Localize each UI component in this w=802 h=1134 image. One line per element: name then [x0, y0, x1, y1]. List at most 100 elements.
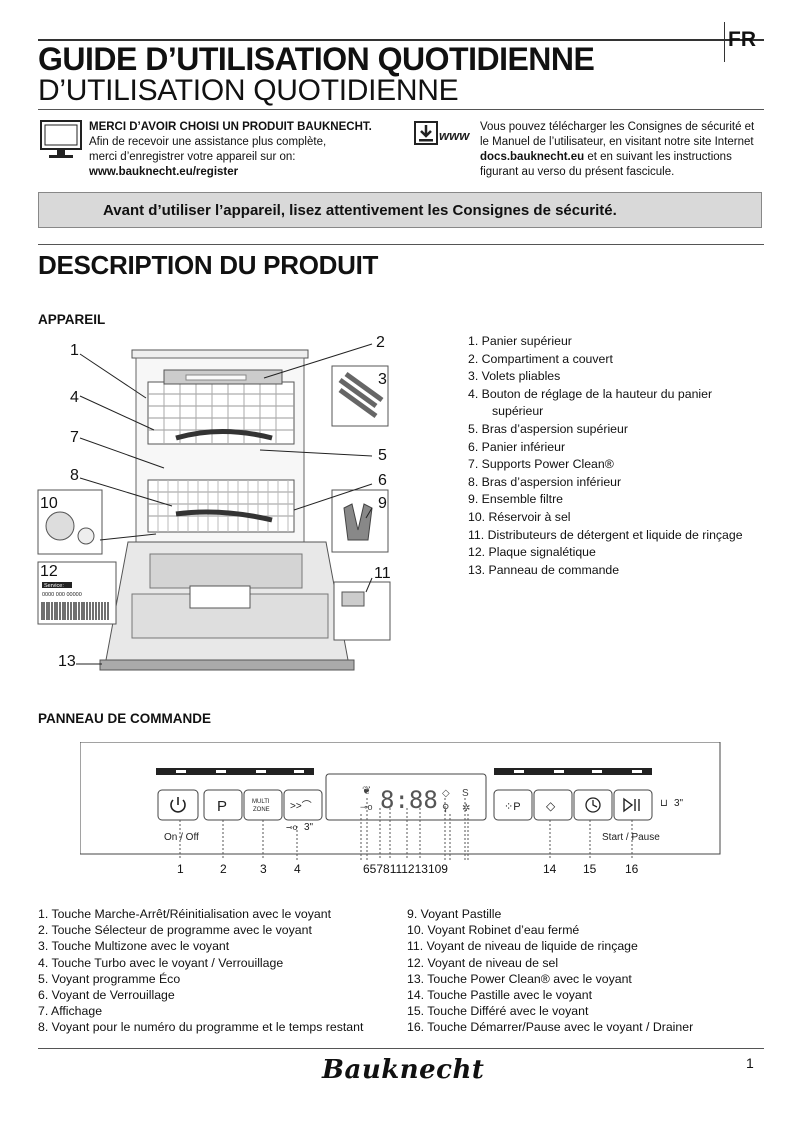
lower-spray-arm	[175, 509, 273, 523]
intro-heading: MERCI D’AVOIR CHOISI UN PRODUIT BAUKNECH…	[89, 121, 372, 133]
panel-legend-left: 1. Touche Marche-Arrêt/Réinitialisation …	[38, 906, 363, 1036]
list-item: 9. Ensemble filtre	[468, 492, 564, 507]
salt-indicator-icon: S	[462, 788, 469, 799]
delay-clock-icon	[585, 797, 601, 813]
panel-leader-lines	[179, 798, 633, 860]
section-rule	[38, 244, 764, 245]
pause-icon	[634, 799, 640, 811]
list-item: 6. Voyant de Verrouillage	[38, 988, 175, 1003]
upper-spray-arm	[175, 429, 273, 441]
register-link[interactable]: www.bauknecht.eu/register	[89, 166, 239, 178]
turbo-button[interactable]	[283, 789, 323, 821]
multizone-button[interactable]	[243, 789, 283, 821]
list-item: 4. Touche Turbo avec le voyant / Verroui…	[38, 955, 284, 970]
filter-inset	[331, 489, 389, 553]
multizone-label: MULTI	[252, 799, 270, 805]
door-panel-top	[149, 553, 303, 589]
panel-callout-1: 1	[177, 862, 184, 876]
panel-callout-group: 6578111213109	[363, 862, 448, 876]
list-item: 11. Distributeurs de détergent et liquid…	[468, 527, 743, 542]
callout-9: 9	[378, 495, 387, 512]
appliance-heading: APPAREIL	[38, 312, 106, 327]
list-item: 1. Panier supérieur	[468, 334, 572, 348]
program-p-icon: P	[217, 798, 227, 815]
play-icon	[623, 797, 634, 813]
list-item: 10. Réservoir à sel	[468, 509, 571, 524]
panel-legend-right: 9. Voyant Pastille 10. Voyant Robinet d’…	[407, 906, 693, 1036]
callout-7: 7	[70, 429, 79, 446]
header-lang-divider	[724, 22, 725, 62]
rating-plate-code: 0000 000 00000	[42, 592, 82, 598]
list-item: 12. Voyant de niveau de sel	[407, 955, 559, 970]
list-item: 1. Touche Marche-Arrêt/Réinitialisation …	[38, 907, 331, 921]
power-clean-button[interactable]	[493, 789, 533, 821]
callout-8: 8	[70, 467, 79, 484]
folding-flaps-art	[338, 371, 384, 419]
intro-right-line3: et en suivant les instructions	[584, 151, 732, 163]
panel-callout-15: 15	[583, 862, 597, 876]
list-item: 3. Volets pliables	[468, 369, 561, 384]
water-tap-indicator-icon: ⚲	[442, 803, 449, 814]
turbo-icon: >>⌒	[290, 800, 312, 812]
eco-leaf-icon: ❦	[362, 785, 371, 797]
safety-warning-box: Avant d’utiliser l’appareil, lisez atten…	[38, 192, 762, 228]
callout-4: 4	[70, 389, 79, 406]
on-off-label: On / Off	[164, 832, 199, 843]
intro-line2: merci d’enregistrer votre appareil sur o…	[89, 151, 296, 163]
list-item: 2. Compartiment a couvert	[468, 351, 613, 366]
drain-icon: ⊔	[660, 798, 668, 809]
intro-right: Vous pouvez télécharger les Consignes de…	[480, 120, 754, 180]
display-digits: 8:88	[380, 786, 438, 814]
indicator-bars-right	[494, 768, 652, 775]
intro-left: MERCI D’AVOIR CHOISI UN PRODUIT BAUKNECH…	[89, 120, 372, 180]
lock-indicator-icon: ⊸o	[360, 802, 373, 812]
salt-reservoir-art	[45, 511, 75, 541]
display-frame	[325, 773, 487, 821]
door-panel-bottom	[131, 593, 329, 639]
monitor-icon	[38, 119, 84, 168]
list-item: supérieur	[492, 404, 544, 419]
page-title: GUIDE D’UTILISATION QUOTIDIENNE	[38, 41, 595, 77]
intro-right-line1: Vous pouvez télécharger les Consignes de…	[480, 121, 755, 133]
intro-right-line4: figurant au verso du présent fascicule.	[480, 166, 675, 178]
list-item: 8. Voyant pour le numéro du programme et…	[38, 1020, 364, 1035]
upper-basket	[147, 381, 295, 445]
list-item: 5. Voyant programme Éco	[38, 971, 181, 986]
list-item: 10. Voyant Robinet d’eau fermé	[407, 923, 580, 938]
start-pause-label: Start / Pause	[602, 832, 660, 843]
callout-5: 5	[378, 447, 387, 464]
lower-basket	[147, 479, 295, 533]
cutlery-tray-window	[185, 374, 247, 381]
tablet-indicator-icon: ◇	[442, 788, 450, 799]
svg-text:www: www	[439, 128, 470, 143]
multizone-label-2: ZONE	[253, 807, 270, 813]
filter-art	[343, 503, 373, 541]
callout-6: 6	[378, 472, 387, 489]
list-item: 7. Affichage	[38, 1004, 103, 1019]
control-panel-diagram: P MULTI ZONE >>⌒ ⊸o 3" On / Off ❦ ⊸o 8:8…	[80, 742, 721, 876]
list-item: 4. Bouton de réglage de la hauteur du pa…	[468, 386, 713, 401]
panel-callout-14: 14	[543, 862, 557, 876]
list-item: 12. Plaque signalétique	[468, 545, 596, 560]
detergent-dispenser	[189, 585, 251, 609]
lock-time-label: 3"	[304, 822, 314, 833]
docs-link[interactable]: docs.bauknecht.eu	[480, 151, 585, 163]
list-item: 5. Bras d’aspersion supérieur	[468, 421, 628, 436]
delay-clock-hands	[592, 800, 598, 808]
salt-cap-art	[77, 527, 95, 545]
callout-2: 2	[376, 334, 385, 351]
intro-line1: Afin de recevoir une assistance plus com…	[89, 136, 327, 148]
page-subtitle: D’UTILISATION QUOTIDIENNE	[38, 74, 459, 107]
list-item: 7. Supports Power Clean®	[468, 457, 614, 472]
callout-13: 13	[58, 653, 76, 670]
brand-logo: Bauknecht	[322, 1055, 485, 1085]
list-item: 15. Touche Différé avec le voyant	[407, 1004, 589, 1019]
download-www-icon: www	[414, 121, 476, 152]
list-item: 6. Panier inférieur	[468, 439, 566, 454]
indicator-bars-left	[156, 768, 314, 775]
panel-callout-4: 4	[294, 862, 301, 876]
panel-callout-16: 16	[625, 862, 639, 876]
tablet-button[interactable]	[533, 789, 573, 821]
intro-right-line2: le Manuel de l’utilisateur, en visitant …	[480, 136, 754, 148]
page-number: 1	[746, 1055, 754, 1071]
